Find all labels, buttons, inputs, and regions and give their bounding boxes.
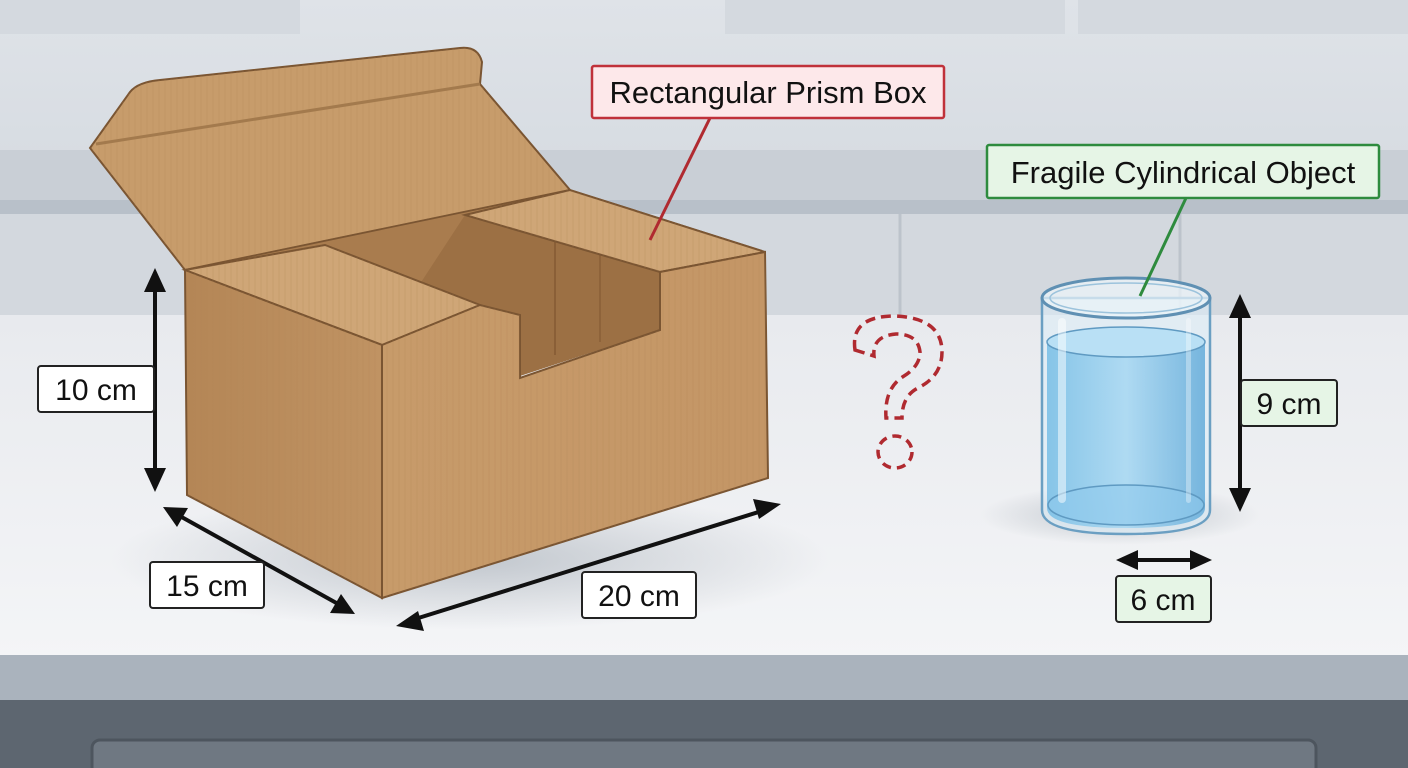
cylinder-height-label: 9 cm xyxy=(1240,379,1338,427)
drawer xyxy=(90,738,1318,768)
water xyxy=(1047,342,1205,528)
svg-text:6 cm: 6 cm xyxy=(1130,584,1195,617)
cylinder-diameter-arrow xyxy=(1116,550,1212,570)
upper-cabinet xyxy=(725,0,1065,34)
cardboard-box xyxy=(88,46,770,600)
box-width-label: 15 cm xyxy=(149,561,265,609)
box-width-arrow xyxy=(163,507,355,614)
svg-text:10 cm: 10 cm xyxy=(55,374,137,407)
box-length-arrow xyxy=(396,499,781,631)
upper-cabinet xyxy=(0,0,300,34)
box-callout: Rectangular Prism Box xyxy=(590,64,946,241)
cylinder-diameter-label: 6 cm xyxy=(1115,575,1212,623)
cylinder-callout-text: Fragile Cylindrical Object xyxy=(1011,155,1356,190)
svg-text:20 cm: 20 cm xyxy=(598,580,680,613)
glass-cylinder xyxy=(1040,276,1212,536)
box-length-label: 20 cm xyxy=(581,571,697,619)
box-callout-text: Rectangular Prism Box xyxy=(609,75,927,110)
svg-text:15 cm: 15 cm xyxy=(166,570,248,603)
box-height-label: 10 cm xyxy=(37,365,155,413)
cylinder-callout: Fragile Cylindrical Object xyxy=(985,143,1381,297)
svg-text:9 cm: 9 cm xyxy=(1256,388,1321,421)
counter-edge xyxy=(0,655,1408,705)
question-mark-icon xyxy=(852,314,944,470)
upper-cabinet xyxy=(1078,0,1408,34)
